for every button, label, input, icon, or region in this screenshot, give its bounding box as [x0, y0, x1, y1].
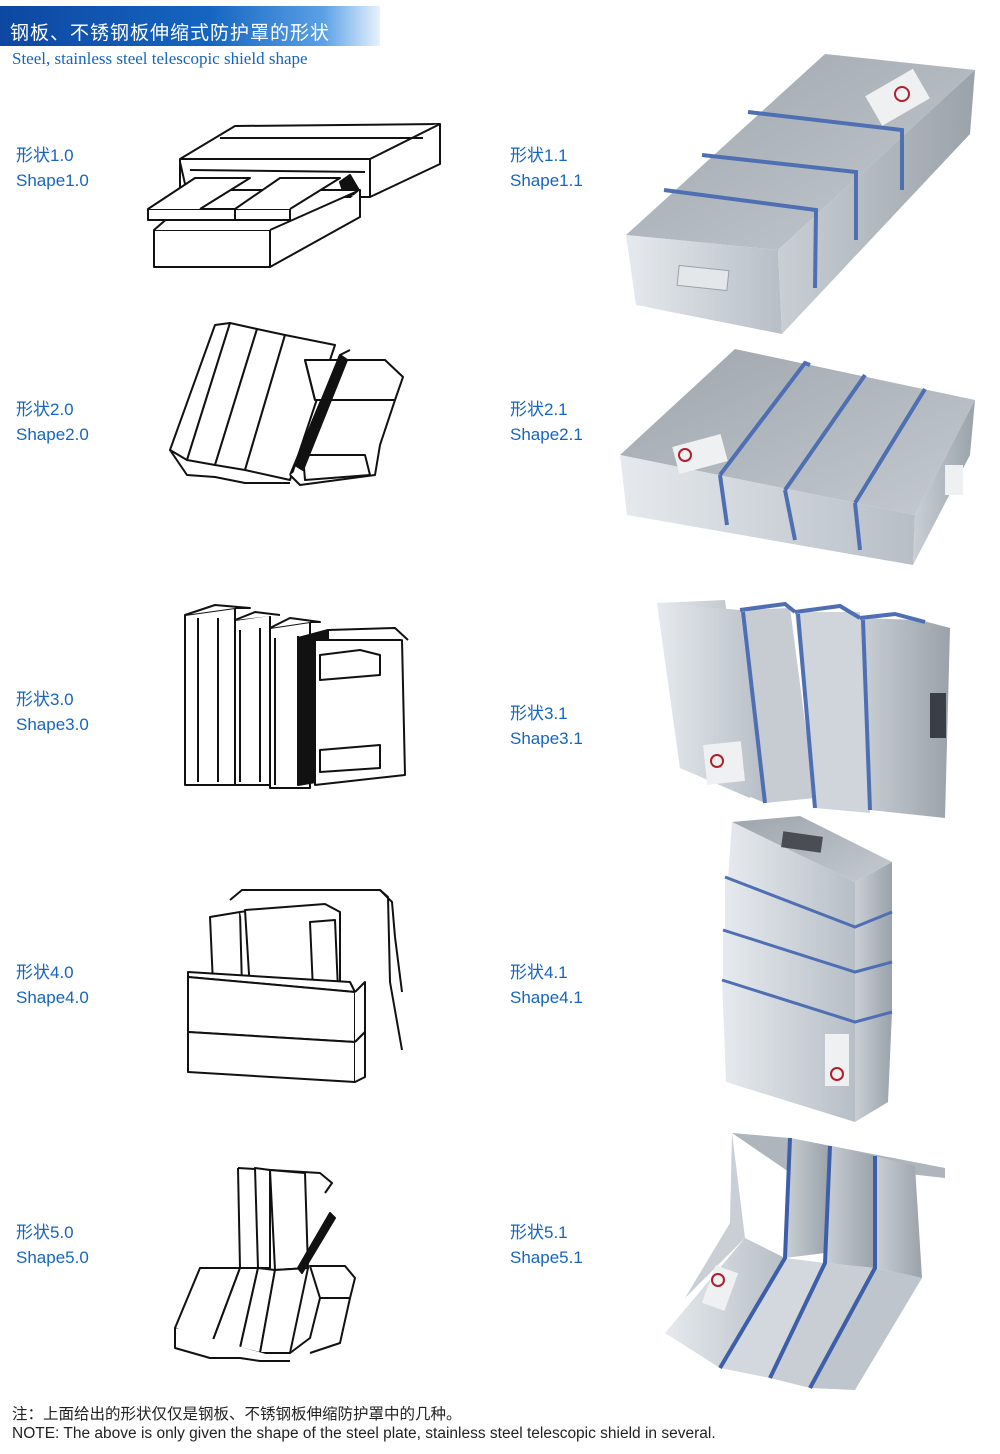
header-bar: 钢板、不锈钢板伸缩式防护罩的形状: [0, 6, 380, 46]
shape-2-1-label-en: Shape2.1: [510, 425, 583, 444]
shape-2-0-drawing: [165, 315, 415, 490]
shape-1-0-label: 形状1.0 Shape1.0: [16, 143, 89, 193]
shape-3-0-label-zh: 形状3.0: [16, 690, 74, 709]
shape-1-1-photo: [620, 50, 980, 335]
shape-2-0-label-zh: 形状2.0: [16, 400, 74, 419]
shape-3-1-photo: [655, 598, 955, 823]
page-subtitle: Steel, stainless steel telescopic shield…: [12, 49, 308, 68]
shape-4-0-label-en: Shape4.0: [16, 988, 89, 1007]
shape-3-0-label-en: Shape3.0: [16, 715, 89, 734]
shape-5-0-label-en: Shape5.0: [16, 1248, 89, 1267]
shape-4-1-photo: [720, 812, 910, 1127]
shape-5-0-label: 形状5.0 Shape5.0: [16, 1220, 89, 1270]
note-en: NOTE: The above is only given the shape …: [12, 1425, 716, 1442]
shape-4-1-label: 形状4.1 Shape4.1: [510, 960, 583, 1010]
shape-3-1-label-en: Shape3.1: [510, 729, 583, 748]
shape-2-1-label-zh: 形状2.1: [510, 400, 568, 419]
shape-1-0-label-en: Shape1.0: [16, 171, 89, 190]
shape-4-1-label-zh: 形状4.1: [510, 963, 568, 982]
note-zh: 注：上面给出的形状仅仅是钢板、不锈钢板伸缩防护罩中的几种。: [12, 1406, 462, 1423]
shape-5-1-label-zh: 形状5.1: [510, 1223, 568, 1242]
shape-5-0-drawing: [170, 1158, 360, 1363]
shape-2-0-label: 形状2.0 Shape2.0: [16, 397, 89, 447]
shape-2-1-photo: [615, 345, 985, 570]
shape-4-0-label: 形状4.0 Shape4.0: [16, 960, 89, 1010]
shape-4-0-drawing: [180, 882, 410, 1092]
shape-1-0-label-zh: 形状1.0: [16, 146, 74, 165]
shape-2-1-label: 形状2.1 Shape2.1: [510, 397, 583, 447]
shape-4-0-label-zh: 形状4.0: [16, 963, 74, 982]
shape-1-1-label-en: Shape1.1: [510, 171, 583, 190]
shape-3-0-label: 形状3.0 Shape3.0: [16, 687, 89, 737]
shape-1-1-label: 形状1.1 Shape1.1: [510, 143, 583, 193]
shape-5-0-label-zh: 形状5.0: [16, 1223, 74, 1242]
shape-2-0-label-en: Shape2.0: [16, 425, 89, 444]
shape-3-1-label: 形状3.1 Shape3.1: [510, 701, 583, 751]
page-title: 钢板、不锈钢板伸缩式防护罩的形状: [10, 22, 331, 44]
shape-5-1-label: 形状5.1 Shape5.1: [510, 1220, 583, 1270]
shape-3-1-label-zh: 形状3.1: [510, 704, 568, 723]
shape-5-1-photo: [660, 1128, 955, 1393]
shape-1-1-label-zh: 形状1.1: [510, 146, 568, 165]
shape-1-0-drawing: [140, 112, 460, 277]
shape-4-1-label-en: Shape4.1: [510, 988, 583, 1007]
shape-3-0-drawing: [180, 600, 410, 790]
shape-5-1-label-en: Shape5.1: [510, 1248, 583, 1267]
